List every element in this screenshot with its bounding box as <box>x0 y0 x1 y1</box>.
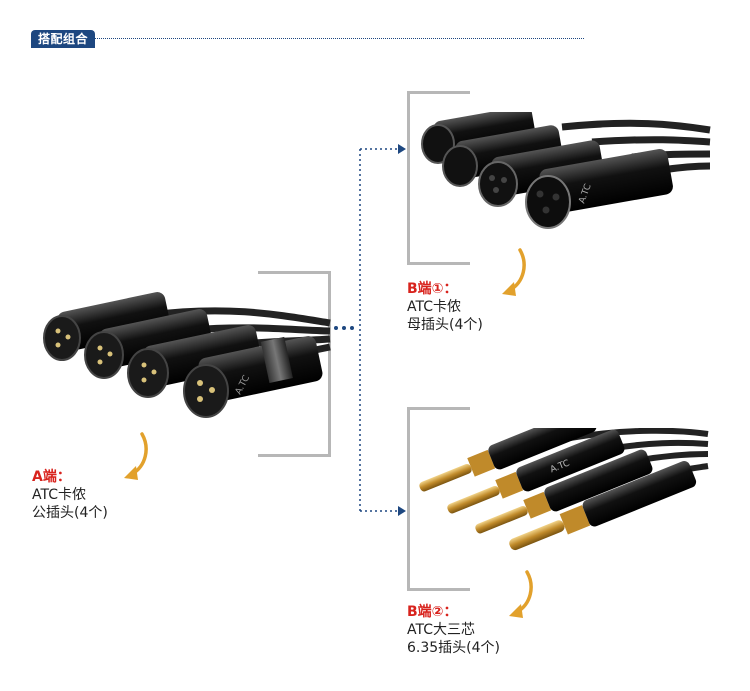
bracket-b1 <box>407 91 470 265</box>
caption-a-line1: ATC卡侬 <box>32 487 86 503</box>
caption-a-line2: 公插头(4个) <box>32 505 108 521</box>
caption-connector-b1: B端①： ATC卡侬 母插头(4个) <box>407 280 483 334</box>
curved-arrow-icon-b1 <box>502 248 526 296</box>
curved-arrow-icon-a <box>124 432 148 480</box>
caption-connector-a: A端： ATC卡侬 公插头(4个) <box>32 468 108 522</box>
photo-xlr-male-plugs: A.TC <box>30 285 340 435</box>
caption-b2-line2: 6.35插头(4个) <box>407 640 501 656</box>
caption-b2-label: B端②： <box>407 604 458 620</box>
curved-arrow-icon-b2 <box>509 570 533 618</box>
photo-xlr-female-plugs: A.TC <box>412 112 712 237</box>
bracket-b2 <box>407 407 470 591</box>
caption-b1-line2: 母插头(4个) <box>407 317 483 333</box>
caption-b2-line1: ATC大三芯 <box>407 622 475 638</box>
connector-lines <box>334 144 406 516</box>
header-dotted-divider <box>92 38 584 39</box>
photo-trs-plugs: A.TC <box>410 428 710 558</box>
caption-a-label: A端： <box>32 469 71 485</box>
caption-b1-line1: ATC卡侬 <box>407 299 461 315</box>
caption-b1-label: B端①： <box>407 281 458 297</box>
caption-connector-b2: B端②： ATC大三芯 6.35插头(4个) <box>407 603 500 657</box>
section-title-badge: 搭配组合 <box>31 30 96 48</box>
bracket-a <box>258 271 331 457</box>
